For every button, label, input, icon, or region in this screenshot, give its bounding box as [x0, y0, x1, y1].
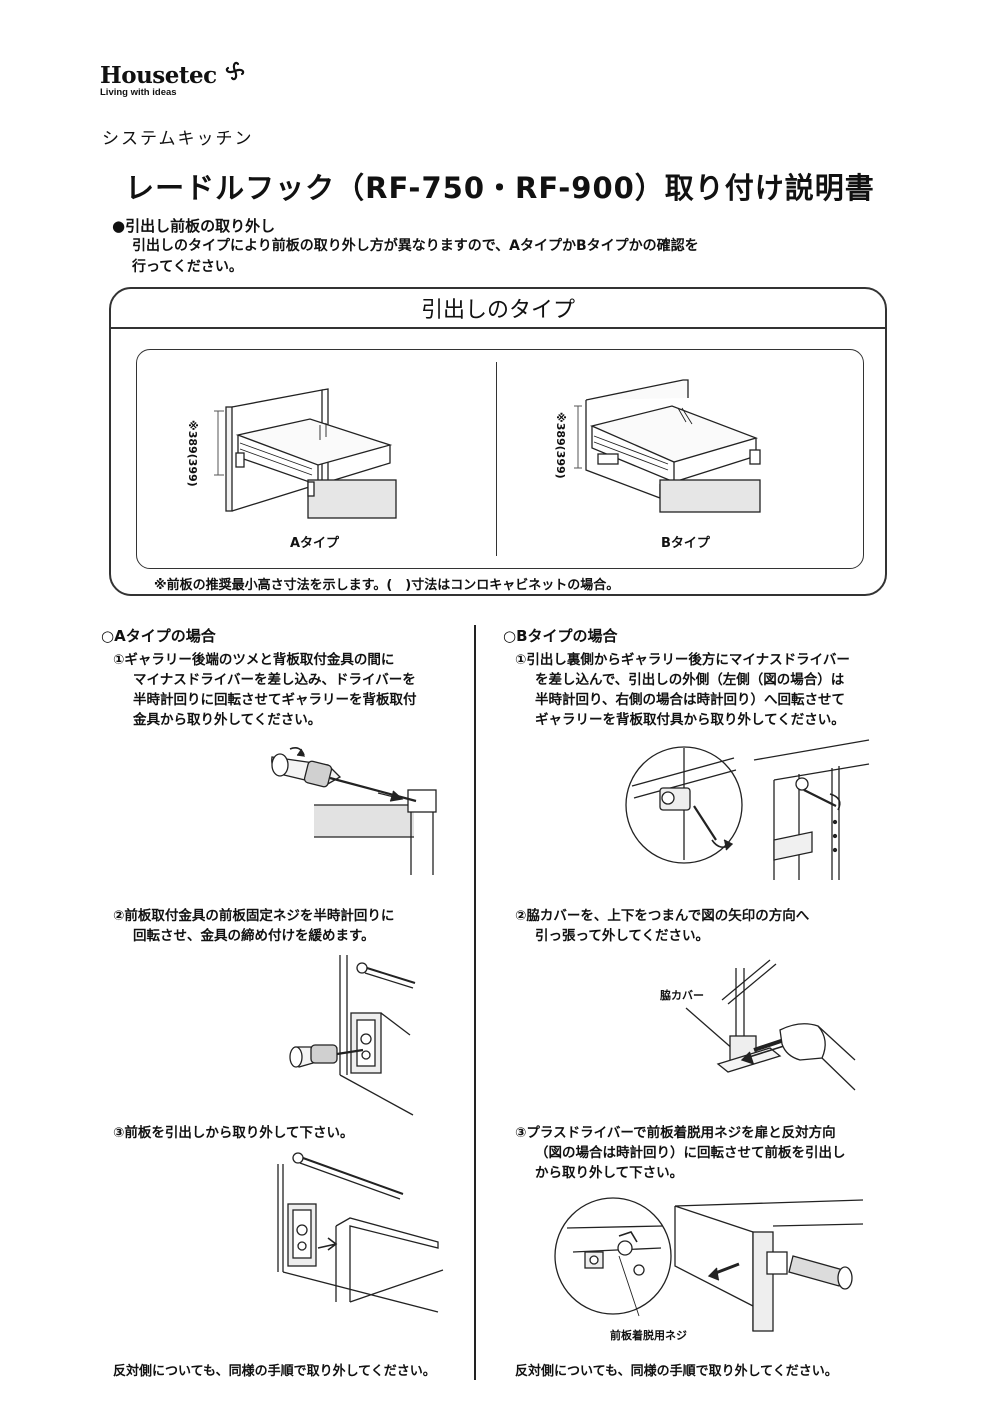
step-line: ギャラリーを背板取付具から取り外してください。	[535, 712, 845, 728]
type-b-step-3-front-panel-screw-illustration	[554, 1197, 864, 1332]
type-b-label: Bタイプ	[661, 536, 710, 551]
type-separator	[496, 362, 497, 556]
type-a-step-1-screwdriver-illustration	[271, 747, 437, 875]
step-line: 半時計回り、右側の場合は時計回り）へ回転させて	[535, 692, 845, 708]
type-b-footer-note: 反対側についても、同様の手順で取り外してください。	[515, 1364, 838, 1379]
brand-name: Housetec	[100, 62, 217, 89]
step-line: マイナスドライバーを差し込み、ドライバーを	[133, 672, 416, 688]
type-b-drawer-illustration	[574, 379, 761, 513]
document-title: レードルフック（RF-750・RF-900）取り付け説明書	[125, 171, 875, 205]
side-cover-callout: 脇カバー	[660, 989, 704, 1002]
brand-tagline: Living with ideas	[100, 87, 177, 98]
step-line: 回転させ、金具の締め付けを緩めます。	[133, 928, 375, 944]
step-line: ①ギャラリー後端のツメと背板取付金具の間に	[113, 652, 395, 668]
drawer-types-inner-frame	[136, 349, 864, 569]
step-line: （図の場合は時計回り）に回転させて前板を引出し	[535, 1145, 846, 1161]
type-a-step-1: ①ギャラリー後端のツメと背板取付金具の間に マイナスドライバーを差し込み、ドライ…	[113, 650, 473, 730]
brand-flower-icon	[225, 61, 245, 81]
section-intro: 引出しのタイプにより前板の取り外し方が異なりますので、AタイプかBタイプかの確認…	[132, 236, 832, 278]
type-a-step-3: ③前板を引出しから取り外して下さい。	[113, 1123, 473, 1143]
intro-line: 行ってください。	[132, 259, 243, 275]
step-line: から取り外して下さい。	[535, 1165, 684, 1181]
step-line: ②前板取付金具の前板固定ネジを半時計回りに	[113, 908, 395, 924]
drawer-types-panel	[109, 287, 887, 596]
type-b-step-2-side-cover-illustration	[685, 959, 856, 1091]
step-line: 半時計回りに回転させてギャラリーを背板取付	[133, 692, 417, 708]
type-b-heading: ○Bタイプの場合	[503, 627, 618, 645]
dimension-note: ※前板の推奨最小高さ寸法を示します。( )寸法はコンロキャビネットの場合。	[154, 578, 620, 593]
type-a-footer-note: 反対側についても、同様の手順で取り外してください。	[113, 1364, 436, 1379]
type-b-step-1: ①引出し裏側からギャラリー後方にマイナスドライバー を差し込んで、引出しの外側（…	[515, 650, 915, 730]
step-line: を差し込んで、引出しの外側（左側（図の場合）は	[535, 672, 845, 688]
type-b-height-label: ※389(399)	[554, 412, 567, 479]
type-a-step-2: ②前板取付金具の前板固定ネジを半時計回りに 回転させ、金具の締め付けを緩めます。	[113, 906, 473, 946]
product-category: システムキッチン	[102, 129, 254, 149]
type-a-step-3-front-panel-illustration	[277, 1152, 444, 1313]
drawer-types-title: 引出しのタイプ	[420, 298, 575, 323]
type-a-drawer-illustration	[214, 388, 397, 519]
type-b-step-1-gallery-removal-illustration	[625, 739, 870, 880]
brand-logo: Housetec Living with ideas	[100, 62, 217, 98]
type-a-label: Aタイプ	[290, 536, 340, 551]
type-a-height-label: ※389(399)	[186, 420, 199, 487]
type-b-step-3: ③プラスドライバーで前板着脱用ネジを扉と反対方向 （図の場合は時計回り）に回転さ…	[515, 1123, 915, 1183]
step-line: ③前板を引出しから取り外して下さい。	[113, 1125, 354, 1141]
type-a-step-2-fixing-screw-illustration	[289, 955, 416, 1116]
step-line: 引っ張って外してください。	[535, 928, 710, 944]
type-b-step-2: ②脇カバーを、上下をつまんで図の矢印の方向へ 引っ張って外してください。	[515, 906, 915, 946]
front-panel-screw-callout: 前板着脱用ネジ	[610, 1329, 687, 1342]
panel-divider	[111, 327, 885, 329]
intro-line: 引出しのタイプにより前板の取り外し方が異なりますので、AタイプかBタイプかの確認…	[132, 238, 699, 254]
step-line: ③プラスドライバーで前板着脱用ネジを扉と反対方向	[515, 1125, 836, 1141]
step-line: ①引出し裏側からギャラリー後方にマイナスドライバー	[515, 652, 850, 668]
type-a-heading: ○Aタイプの場合	[101, 627, 216, 645]
step-line: 金具から取り外してください。	[133, 712, 322, 728]
column-divider	[474, 625, 476, 1380]
section-heading: ●引出し前板の取り外し	[112, 217, 276, 235]
step-line: ②脇カバーを、上下をつまんで図の矢印の方向へ	[515, 908, 810, 924]
